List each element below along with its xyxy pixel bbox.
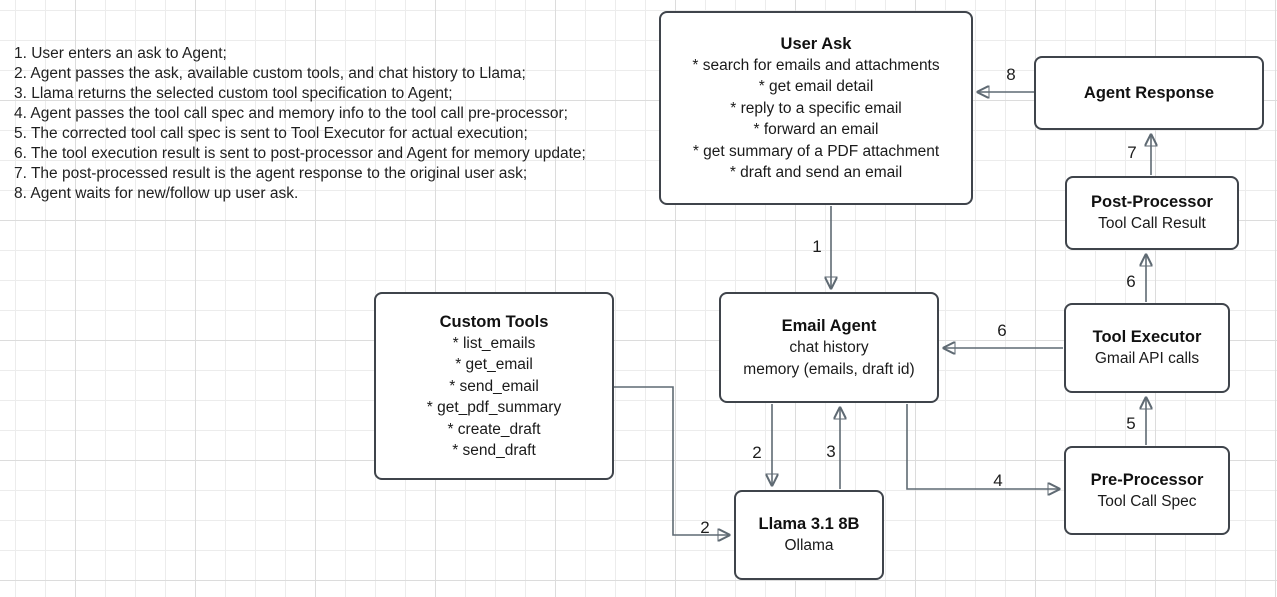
node-title: Tool Executor (1092, 328, 1202, 347)
flow-step: 1. User enters an ask to Agent; (14, 45, 227, 62)
node-agent-response: Agent Response (1034, 56, 1264, 130)
node-post-processor: Post-Processor Tool Call Result (1065, 176, 1239, 250)
node-tool-executor: Tool Executor Gmail API calls (1064, 303, 1230, 393)
node-line: memory (emails, draft id) (743, 360, 915, 378)
flow-step: 7. The post-processed result is the agen… (14, 165, 528, 182)
node-item: * get summary of a PDF attachment (692, 142, 940, 160)
node-item: * get_pdf_summary (426, 399, 562, 416)
node-pre-processor: Pre-Processor Tool Call Spec (1064, 446, 1230, 535)
edge-label-6-vertical: 6 (1126, 272, 1135, 291)
node-item: * draft and send an email (729, 164, 903, 181)
edge-label-7: 7 (1127, 143, 1136, 162)
edge-label-2-agent: 2 (752, 443, 761, 462)
flow-steps-list: 1. User enters an ask to Agent; 2. Agent… (14, 44, 664, 204)
edge-label-3: 3 (826, 442, 835, 461)
node-subtitle: Tool Call Spec (1097, 492, 1197, 510)
node-email-agent: Email Agent chat history memory (emails,… (719, 292, 939, 403)
edge-label-2-tools: 2 (700, 518, 709, 537)
node-title: Llama 3.1 8B (758, 515, 860, 534)
node-subtitle: Tool Call Result (1098, 215, 1206, 233)
node-item: * forward an email (753, 121, 879, 138)
node-subtitle: Ollama (784, 537, 834, 555)
node-title: Pre-Processor (1090, 470, 1204, 489)
node-item: * get_email (455, 356, 533, 373)
edge-label-1: 1 (812, 237, 821, 256)
flow-step: 2. Agent passes the ask, available custo… (14, 65, 526, 82)
edge-custom-tools-to-llama (614, 386, 729, 535)
node-title: Post-Processor (1091, 193, 1213, 212)
node-title: Custom Tools (439, 312, 549, 331)
node-custom-tools: Custom Tools * list_emails * get_email *… (374, 292, 614, 480)
node-title: Email Agent (781, 317, 877, 335)
node-item: * create_draft (447, 420, 541, 438)
node-item: * list_emails (452, 334, 536, 352)
node-item: * get email detail (758, 78, 874, 95)
node-title: User Ask (780, 34, 852, 53)
flow-step: 4. Agent passes the tool call spec and m… (14, 105, 568, 122)
node-line: chat history (789, 339, 869, 356)
flow-step: 8. Agent waits for new/follow up user as… (14, 185, 299, 202)
node-llama: Llama 3.1 8B Ollama (734, 490, 884, 580)
node-item: * send_draft (452, 442, 536, 459)
node-title: Agent Response (1083, 84, 1215, 102)
flow-step: 5. The corrected tool call spec is sent … (14, 125, 528, 142)
edge-email-agent-to-pre-processor (906, 404, 1059, 489)
node-item: * send_email (449, 377, 539, 395)
node-subtitle: Gmail API calls (1094, 350, 1200, 368)
flow-step: 3. Llama returns the selected custom too… (14, 85, 453, 102)
flow-step: 6. The tool execution result is sent to … (14, 145, 586, 162)
node-item: * reply to a specific email (730, 99, 902, 117)
node-item: * search for emails and attachments (692, 56, 940, 74)
edge-label-6-horizontal: 6 (997, 321, 1006, 340)
node-user-ask: User Ask * search for emails and attachm… (659, 11, 973, 205)
edge-label-8: 8 (1006, 65, 1015, 84)
edge-label-4: 4 (993, 471, 1002, 490)
edge-label-5: 5 (1126, 414, 1135, 433)
